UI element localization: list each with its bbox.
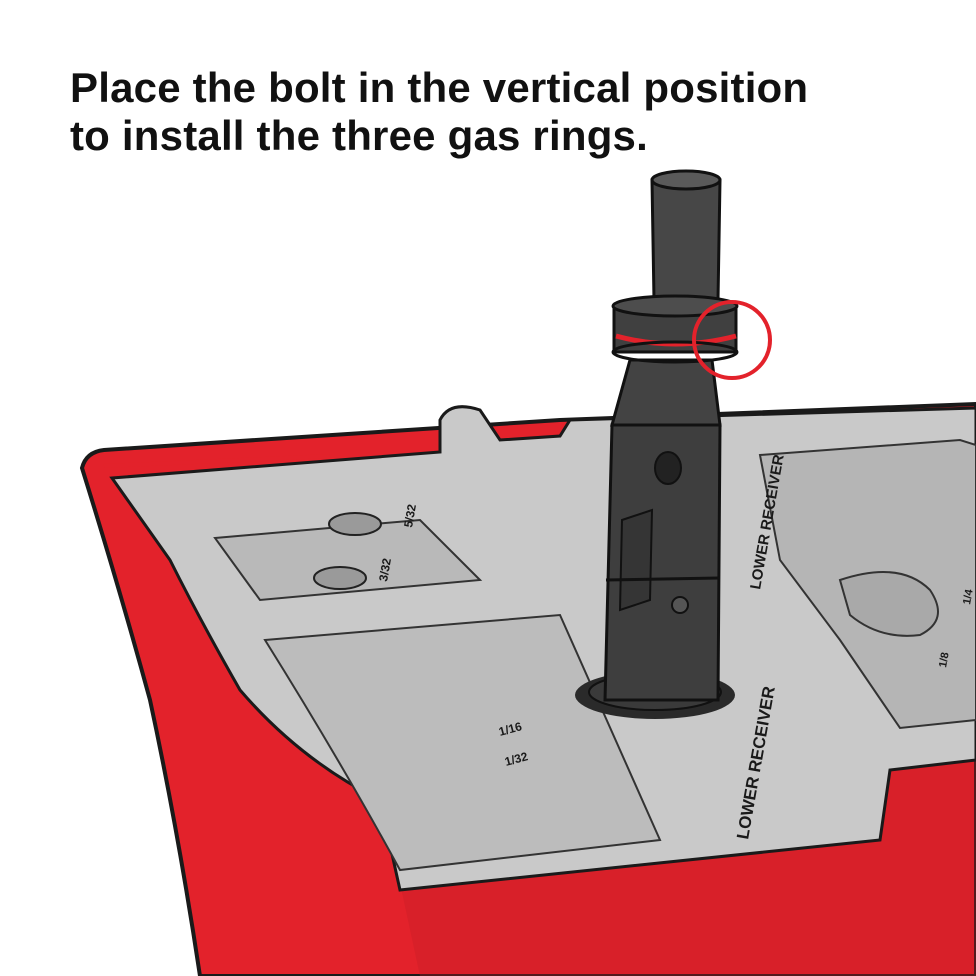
bolt-slot (618, 508, 654, 612)
label-size-d: 1/32 (503, 749, 529, 769)
label-size-c: 1/16 (497, 719, 523, 739)
bolt-cam-hole (654, 451, 682, 485)
label-size-e: 1/4 (961, 588, 976, 606)
hole-1 (328, 512, 382, 536)
bolt-tail-top (650, 169, 722, 191)
instruction-caption: Place the bolt in the vertical position … (70, 64, 930, 160)
gas-ring-red (615, 333, 737, 347)
hole-2 (313, 566, 367, 590)
label-size-f: 1/8 (937, 651, 951, 668)
caption-line-2: to install the three gas rings. (70, 112, 648, 159)
pocket-center (263, 613, 662, 872)
gas-ring-bottom (611, 340, 739, 364)
bolt-pin-hole (671, 596, 689, 614)
bolt-band (605, 576, 720, 582)
label-size-a: 5/32 (401, 503, 419, 529)
bolt-tail (650, 178, 722, 302)
caption-line-1: Place the bolt in the vertical position (70, 64, 809, 111)
bolt-neck (610, 358, 722, 427)
tray-rim (103, 454, 331, 468)
label-size-b: 3/32 (376, 557, 394, 583)
gas-ring-callout-circle (692, 300, 772, 380)
pocket-right-inner (838, 571, 939, 637)
